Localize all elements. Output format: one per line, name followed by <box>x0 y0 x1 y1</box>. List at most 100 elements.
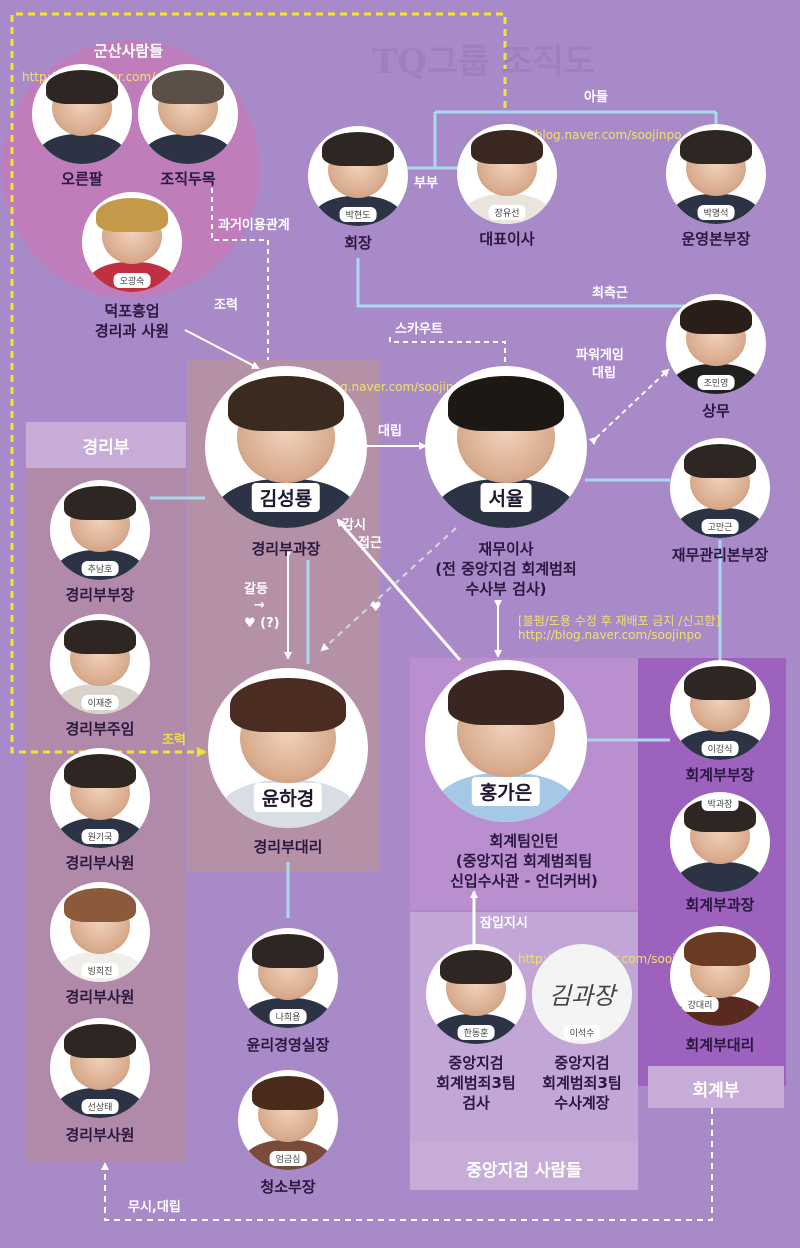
seoksu-caption: 이석수 <box>563 1025 601 1040</box>
rel-heart: ♥ <box>370 600 382 615</box>
rel-power-game-conflict: 대립 <box>592 366 616 381</box>
mangu-photo: 고만근 <box>670 438 770 538</box>
minyoung-role: 상무 <box>702 402 730 420</box>
kang-caption: 강대리 <box>681 997 719 1012</box>
hijin-photo: 빙희진 <box>50 882 150 982</box>
kiguk-photo: 원기국 <box>50 748 150 848</box>
heeyong-role: 윤리경영실장 <box>246 1036 330 1054</box>
seongryong-photo: 김성룡 <box>205 366 367 528</box>
haekyung-name: 윤하경 <box>253 783 323 812</box>
namho-photo: 추남호 <box>50 480 150 580</box>
myungseok-photo: 박명석 <box>666 124 766 224</box>
namho-role: 경리부부장 <box>65 586 135 604</box>
seoyul-role2: (전 중앙지검 회계범죄 <box>435 560 577 578</box>
seoksu-poster-logo: 김과장 <box>548 982 616 1010</box>
jojikdumok-name: 조직두목 <box>160 170 216 188</box>
seoksu-photo: 김과장 이석수 <box>532 944 632 1044</box>
prosecutors-header <box>410 1142 638 1190</box>
jaejun-photo: 이재준 <box>50 614 150 714</box>
rel-couple: 부부 <box>414 176 438 191</box>
gaeun-name: 홍가은 <box>471 776 541 806</box>
rel-approach: 접근 <box>358 536 382 551</box>
dongjun-role3: 검사 <box>462 1094 490 1112</box>
watermark: http://blog.naver.com/soojinpo <box>498 128 682 142</box>
seoksu-role3: 수사계장 <box>554 1094 610 1112</box>
rel-friction: 갈등 <box>244 582 268 597</box>
seoyul-role1: 재무이사 <box>478 540 534 558</box>
seoyul-name: 서율 <box>480 482 532 512</box>
myungseok-role: 운영본부장 <box>681 230 751 248</box>
geumsim-photo: 엄금심 <box>238 1070 338 1170</box>
gangsik-caption: 이강식 <box>701 741 739 756</box>
kang-role: 회계부대리 <box>685 1036 755 1054</box>
gangsik-photo: 이강식 <box>670 660 770 760</box>
heeyong-photo: 나희용 <box>238 928 338 1028</box>
hijin-caption: 빙희진 <box>81 963 119 978</box>
orenpal-name: 오른팔 <box>61 170 103 188</box>
dongjun-role1: 중앙지검 <box>448 1054 504 1072</box>
hyundo-photo: 박현도 <box>308 126 408 226</box>
rel-close-aide: 최측근 <box>592 286 628 301</box>
hyundo-role: 회장 <box>344 234 372 252</box>
seoyul-role3: 수사부 검사) <box>465 580 547 598</box>
park-role: 회계부과장 <box>685 896 755 914</box>
jojikdumok-photo <box>138 64 238 164</box>
rel-infiltrate: 잠입지시 <box>480 916 528 931</box>
rel-help-yellow: 조력 <box>162 733 186 748</box>
scout-line <box>389 336 506 362</box>
ignore-dashed-line <box>101 1108 713 1221</box>
watch-arrow <box>336 518 462 661</box>
accounting-mgmt-header <box>26 422 186 468</box>
ogwangsuk-caption: 오광숙 <box>113 273 151 288</box>
orenpal-photo <box>32 64 132 164</box>
gaeun-role1: 회계팀인턴 <box>489 832 559 850</box>
ogwangsuk-role1: 덕포흥업 <box>104 302 160 320</box>
rel-ignore: 무시,대립 <box>128 1200 181 1215</box>
power-game-arrow <box>588 368 670 446</box>
jaejun-role: 경리부주임 <box>65 720 135 738</box>
myungseok-caption: 박명석 <box>697 205 735 220</box>
dongjun-caption: 한동훈 <box>457 1025 495 1040</box>
dongjun-role2: 회계범죄3팀 <box>436 1074 516 1092</box>
gaeun-photo: 홍가은 <box>425 660 587 822</box>
gaeun-role3: 신입수사관 - 언더커버) <box>450 872 598 890</box>
accounting-header <box>648 1066 784 1108</box>
haekyung-photo: 윤하경 <box>208 668 368 828</box>
seoksu-role2: 회계범죄3팀 <box>542 1074 622 1092</box>
rel-conflict: 대립 <box>378 424 402 439</box>
namho-caption: 추남호 <box>81 561 119 576</box>
kiguk-role: 경리부사원 <box>65 854 135 872</box>
rel-son: 아들 <box>584 90 608 105</box>
rel-scout: 스카우트 <box>395 322 443 337</box>
hijin-role: 경리부사원 <box>65 988 135 1006</box>
rel-help: 조력 <box>214 298 238 313</box>
heeyong-caption: 나희용 <box>269 1009 307 1024</box>
park-caption: 박과장 <box>701 796 739 811</box>
ogwangsuk-photo: 오광숙 <box>82 192 182 292</box>
chart-title: TQ그룹 조직도 <box>372 42 596 82</box>
seoyul-photo: 서율 <box>425 366 587 528</box>
prosecutors-title: 중앙지검 사람들 <box>466 1161 582 1181</box>
copy-notice: [불펌/도용 수정 후 재배포 금지 /신고함] <box>518 614 721 628</box>
accounting-mgmt-title: 경리부 <box>82 438 130 458</box>
rel-past-use: 과거이용관계 <box>218 218 290 233</box>
ogwangsuk-role2: 경리과 사원 <box>94 322 170 340</box>
heart-dashed-arrow <box>320 527 457 652</box>
sangtae-role: 경리부사원 <box>65 1126 135 1144</box>
dongjun-photo: 한동훈 <box>426 944 526 1044</box>
close-aide-line <box>356 258 718 308</box>
haekyung-role: 경리부대리 <box>253 838 323 856</box>
minyoung-photo: 조민영 <box>666 294 766 394</box>
geumsim-role: 청소부장 <box>260 1178 316 1196</box>
yuseon-caption: 장유선 <box>488 205 526 220</box>
mangu-caption: 고만근 <box>701 519 739 534</box>
mangu-role: 재무관리본부장 <box>671 546 769 564</box>
sangtae-caption: 선상태 <box>81 1099 119 1114</box>
rel-heart-question: ♥ (?) <box>244 616 280 631</box>
sangtae-photo: 선상태 <box>50 1018 150 1118</box>
kiguk-caption: 원기국 <box>81 829 119 844</box>
rel-friction-arrow: → <box>254 598 265 613</box>
gaeun-role2: (중앙지검 회계범죄팀 <box>455 852 593 870</box>
seongryong-name: 김성룡 <box>251 482 321 512</box>
